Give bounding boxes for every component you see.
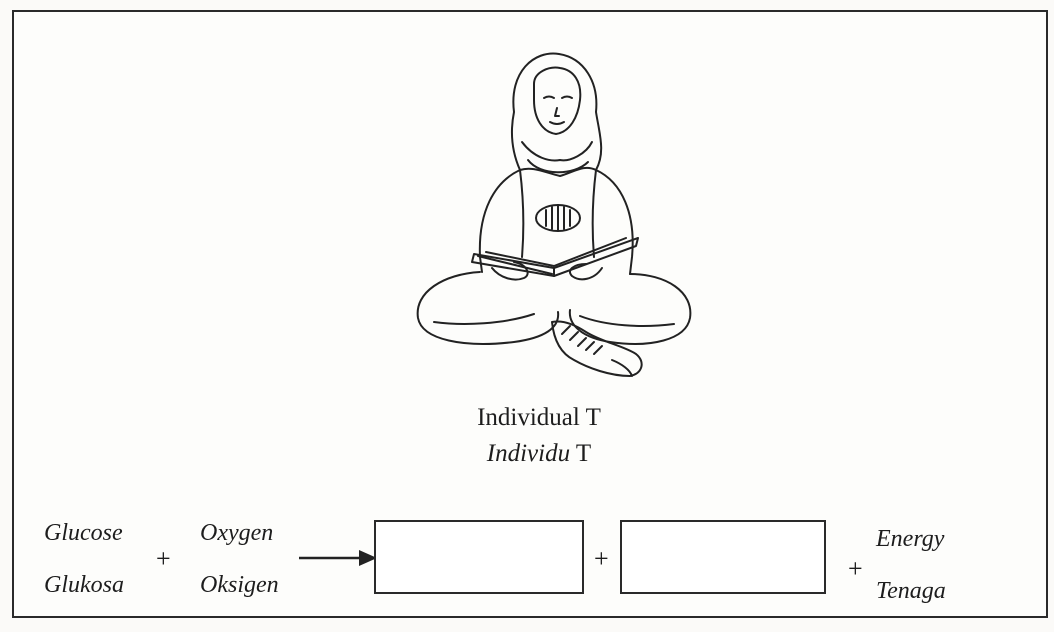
reactant-oxygen-ms: Oksigen xyxy=(200,572,279,598)
caption-malay-name: Individu xyxy=(486,440,571,467)
product-energy-ms: Tenaga xyxy=(876,578,946,604)
answer-box-product-1[interactable] xyxy=(374,520,584,594)
caption-english-letter: T xyxy=(585,404,601,431)
product-energy-en: Energy xyxy=(876,526,945,552)
seated-girl-reading-icon xyxy=(416,52,692,377)
caption-english-name: Individual xyxy=(477,404,580,431)
right-arrow-icon xyxy=(299,550,377,566)
plus-sign-3: + xyxy=(848,554,863,583)
reactant-glucose-en: Glucose xyxy=(44,520,123,546)
caption-malay: Individu T xyxy=(414,440,664,468)
caption-english: Individual T xyxy=(414,404,664,432)
figure-frame: Individual T Individu T Glucose Glukosa … xyxy=(12,10,1048,618)
plus-sign-2: + xyxy=(594,544,609,573)
caption-malay-letter: T xyxy=(575,440,592,467)
reactant-glucose-ms: Glukosa xyxy=(44,572,124,598)
reactant-oxygen-en: Oxygen xyxy=(200,520,274,546)
plus-sign-1: + xyxy=(156,544,171,573)
answer-box-product-2[interactable] xyxy=(620,520,826,594)
